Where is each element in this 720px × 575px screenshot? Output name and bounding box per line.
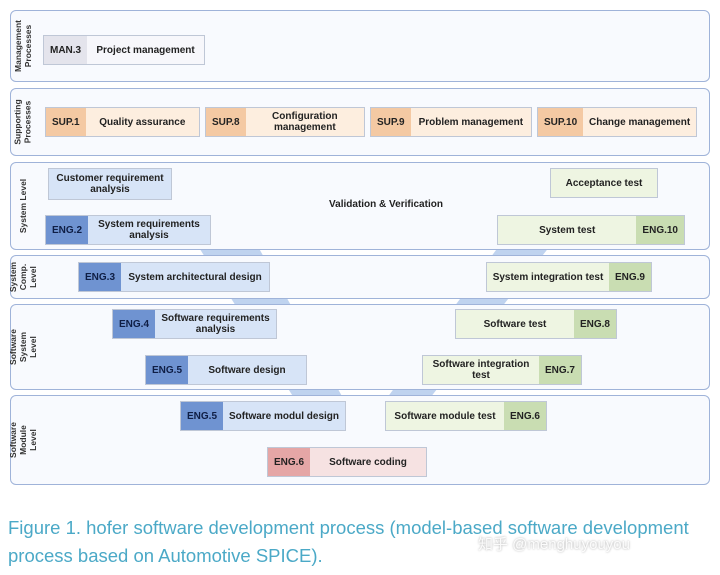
process-code: ENG.10 <box>636 216 684 244</box>
level-label-system-comp: System Comp. Level <box>8 261 38 293</box>
process-code: ENG.5 <box>146 356 189 384</box>
process-eng4: ENG.4 Software requirements analysis <box>112 309 277 339</box>
level-label-supporting: Supporting Processes <box>13 99 34 145</box>
process-label: Configuration management <box>245 108 364 136</box>
process-code: ENG.8 <box>573 310 616 338</box>
process-code: SUP.1 <box>46 108 86 136</box>
process-eng3: ENG.3 System architectural design <box>78 262 270 292</box>
process-label: Software requirements analysis <box>155 310 276 338</box>
process-label: Problem management <box>410 108 531 136</box>
process-sup1: SUP.1 Quality assurance <box>45 107 200 137</box>
process-eng5-software-design: ENG.5 Software design <box>145 355 307 385</box>
process-label: Software modul design <box>223 402 345 430</box>
process-customer-requirement-analysis: Customer requirement analysis <box>48 168 172 200</box>
process-label: Quality assurance <box>85 108 199 136</box>
watermark: 知乎 @menghuyouyou <box>478 536 630 553</box>
process-code: ENG.6 <box>268 448 311 476</box>
process-code: ENG.2 <box>46 216 89 244</box>
process-code: SUP.9 <box>371 108 411 136</box>
process-label: Software module test <box>386 402 504 430</box>
process-eng9: System integration test ENG.9 <box>486 262 652 292</box>
process-eng8: Software test ENG.8 <box>455 309 617 339</box>
process-eng6-coding: ENG.6 Software coding <box>267 447 427 477</box>
process-code: ENG.4 <box>113 310 156 338</box>
process-eng6-module-test: Software module test ENG.6 <box>385 401 547 431</box>
process-code: SUP.8 <box>206 108 246 136</box>
process-sup10: SUP.10 Change management <box>537 107 697 137</box>
process-label: System requirements analysis <box>88 216 210 244</box>
process-code: ENG.7 <box>538 356 581 384</box>
process-label: Software design <box>188 356 306 384</box>
process-acceptance-test: Acceptance test <box>550 168 658 198</box>
level-label-software-module: Software Module Level <box>8 422 38 458</box>
validation-arrow-label: Validation & Verification <box>329 199 443 210</box>
process-label: Software integration test <box>423 356 539 384</box>
process-label: System integration test <box>487 263 609 291</box>
process-code: ENG.6 <box>503 402 546 430</box>
process-sup9: SUP.9 Problem management <box>370 107 532 137</box>
process-eng2: ENG.2 System requirements analysis <box>45 215 211 245</box>
level-label-system: System Level <box>18 178 28 234</box>
process-eng5-modul-design: ENG.5 Software modul design <box>180 401 346 431</box>
process-code: MAN.3 <box>44 36 88 64</box>
level-label-management: Management Processes <box>13 20 33 72</box>
process-code: ENG.5 <box>181 402 224 430</box>
process-code: ENG.3 <box>79 263 122 291</box>
process-code: SUP.10 <box>538 108 584 136</box>
process-label: Customer requirement analysis <box>49 169 171 199</box>
process-label: Software coding <box>310 448 426 476</box>
process-label: System architectural design <box>121 263 269 291</box>
process-code: ENG.9 <box>608 263 651 291</box>
process-sup8: SUP.8 Configuration management <box>205 107 365 137</box>
process-label: Project management <box>87 36 204 64</box>
figure-caption: Figure 1. hofer software development pro… <box>8 517 689 566</box>
process-label: System test <box>498 216 637 244</box>
process-label: Change management <box>583 108 696 136</box>
process-man3: MAN.3 Project management <box>43 35 205 65</box>
process-eng7: Software integration test ENG.7 <box>422 355 582 385</box>
process-label: Software test <box>456 310 574 338</box>
process-label: Acceptance test <box>551 169 657 197</box>
process-eng10: System test ENG.10 <box>497 215 685 245</box>
level-label-software-system: Software System Level <box>8 329 38 365</box>
